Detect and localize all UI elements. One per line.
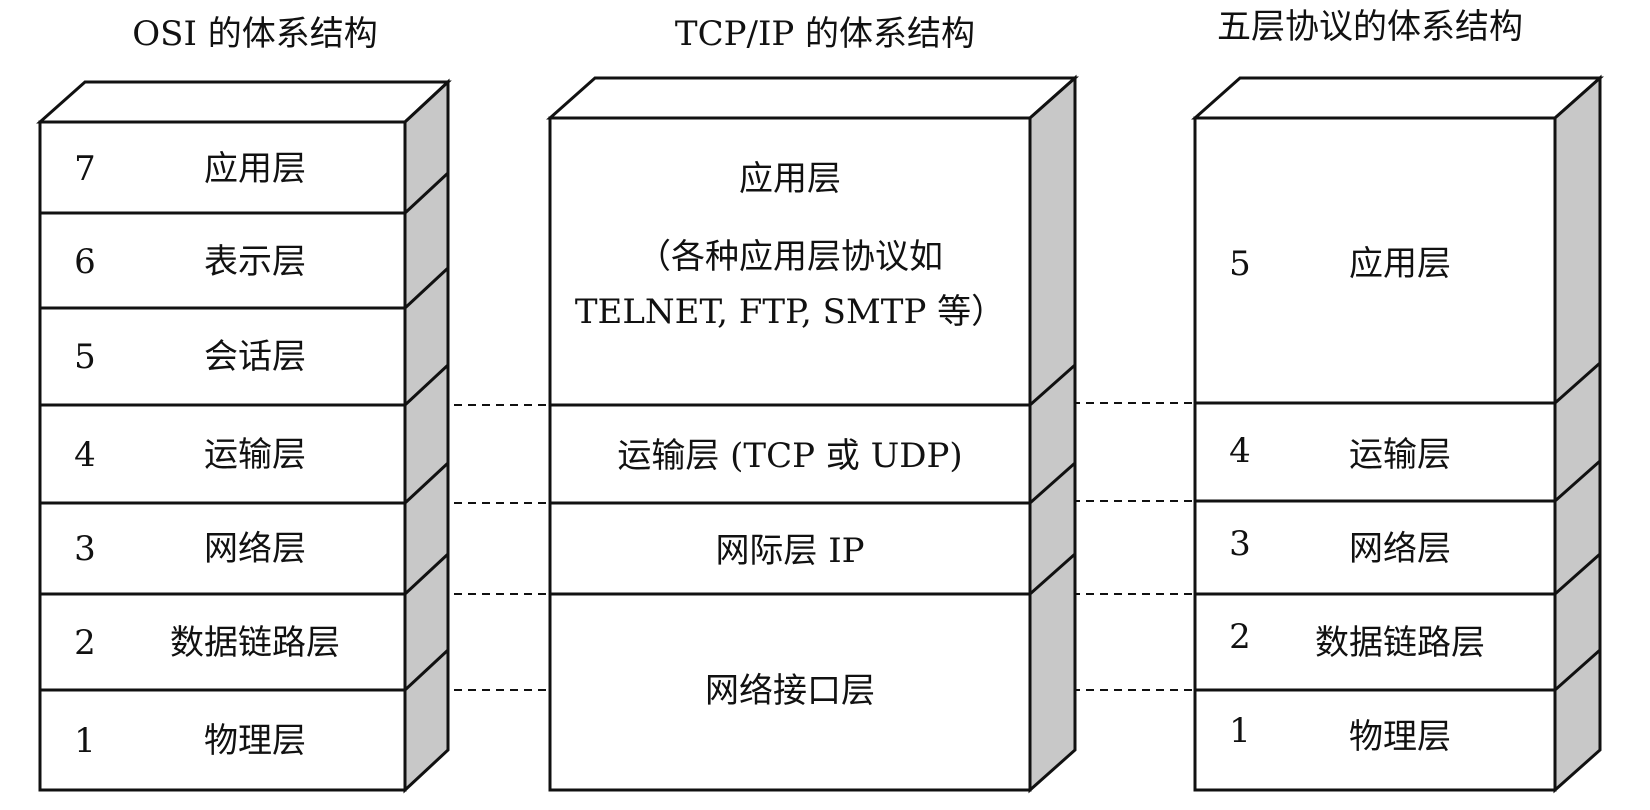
tcpip-application-note: （各种应用层协议如 [637,237,943,277]
five-layer-number: 5 [1229,244,1251,284]
five-layer-number: 4 [1229,431,1251,471]
five-layer-label: 物理层 [1349,717,1451,757]
five-top-face [1191,76,1604,120]
osi-layer-number: 2 [74,623,96,663]
tcpip-top-face [546,76,1079,120]
tcpip-link-label: 网络接口层 [705,671,875,711]
five-layer-stack: 5 应用层 4 运输层 3 网络层 2 数据链路层 1 物理层 [1191,74,1604,794]
tcpip-stack: 应用层 （各种应用层协议如 TELNET, FTP, SMTP 等） 运输层 (… [546,74,1079,794]
side-divider [403,648,450,692]
tcpip-internet-label: 网际层 IP [715,531,864,571]
side-divider [1029,363,1076,407]
tcpip-application-label: 应用层 [739,159,841,199]
osi-stack: 7 应用层 6 表示层 5 会话层 4 运输层 3 网络层 2 数据链路层 1 … [36,78,452,794]
side-divider [1029,461,1076,505]
five-layer-number: 3 [1229,524,1251,564]
osi-layer-label: 数据链路层 [170,623,340,663]
side-divider [403,461,450,505]
osi-layer-label: 会话层 [204,337,306,377]
tcpip-side-face [1028,74,1077,794]
five-front-face [1193,116,1557,792]
tcpip-application-protocols: TELNET, FTP, SMTP 等） [575,292,1005,332]
osi-title: OSI 的体系结构 [132,14,377,54]
five-layer-label: 数据链路层 [1315,623,1485,663]
side-divider [403,552,450,596]
osi-layer-label: 网络层 [204,529,306,569]
osi-layer-label: 表示层 [204,242,306,282]
side-divider [1554,361,1601,405]
five-layer-number: 1 [1229,711,1251,751]
osi-layer-label: 物理层 [204,721,306,761]
osi-layer-number: 3 [74,529,96,569]
tcpip-front-face [548,116,1032,792]
five-layer-label: 应用层 [1349,244,1451,284]
tcpip-title: TCP/IP 的体系结构 [675,14,975,54]
side-divider [403,171,450,215]
five-layer-title: 五层协议的体系结构 [1217,7,1523,47]
osi-layer-number: 7 [74,149,96,189]
five-layer-label: 网络层 [1349,529,1451,569]
five-layer-label: 运输层 [1349,435,1451,475]
osi-layer-number: 4 [74,435,96,475]
side-divider [1554,552,1601,596]
tcpip-transport-label: 运输层 (TCP 或 UDP) [617,436,962,476]
side-divider [1554,648,1601,692]
osi-front-face [38,120,407,792]
side-divider [1029,552,1076,596]
side-divider [403,266,450,310]
connector-lines [412,402,1195,691]
osi-layer-number: 1 [74,721,96,761]
osi-layer-label: 运输层 [204,435,306,475]
side-divider [1554,459,1601,503]
five-layer-number: 2 [1229,617,1251,657]
osi-top-face [36,80,452,124]
osi-layer-number: 5 [74,337,96,377]
osi-layer-label: 应用层 [204,149,306,189]
side-divider [403,363,450,407]
osi-layer-number: 6 [74,242,96,282]
